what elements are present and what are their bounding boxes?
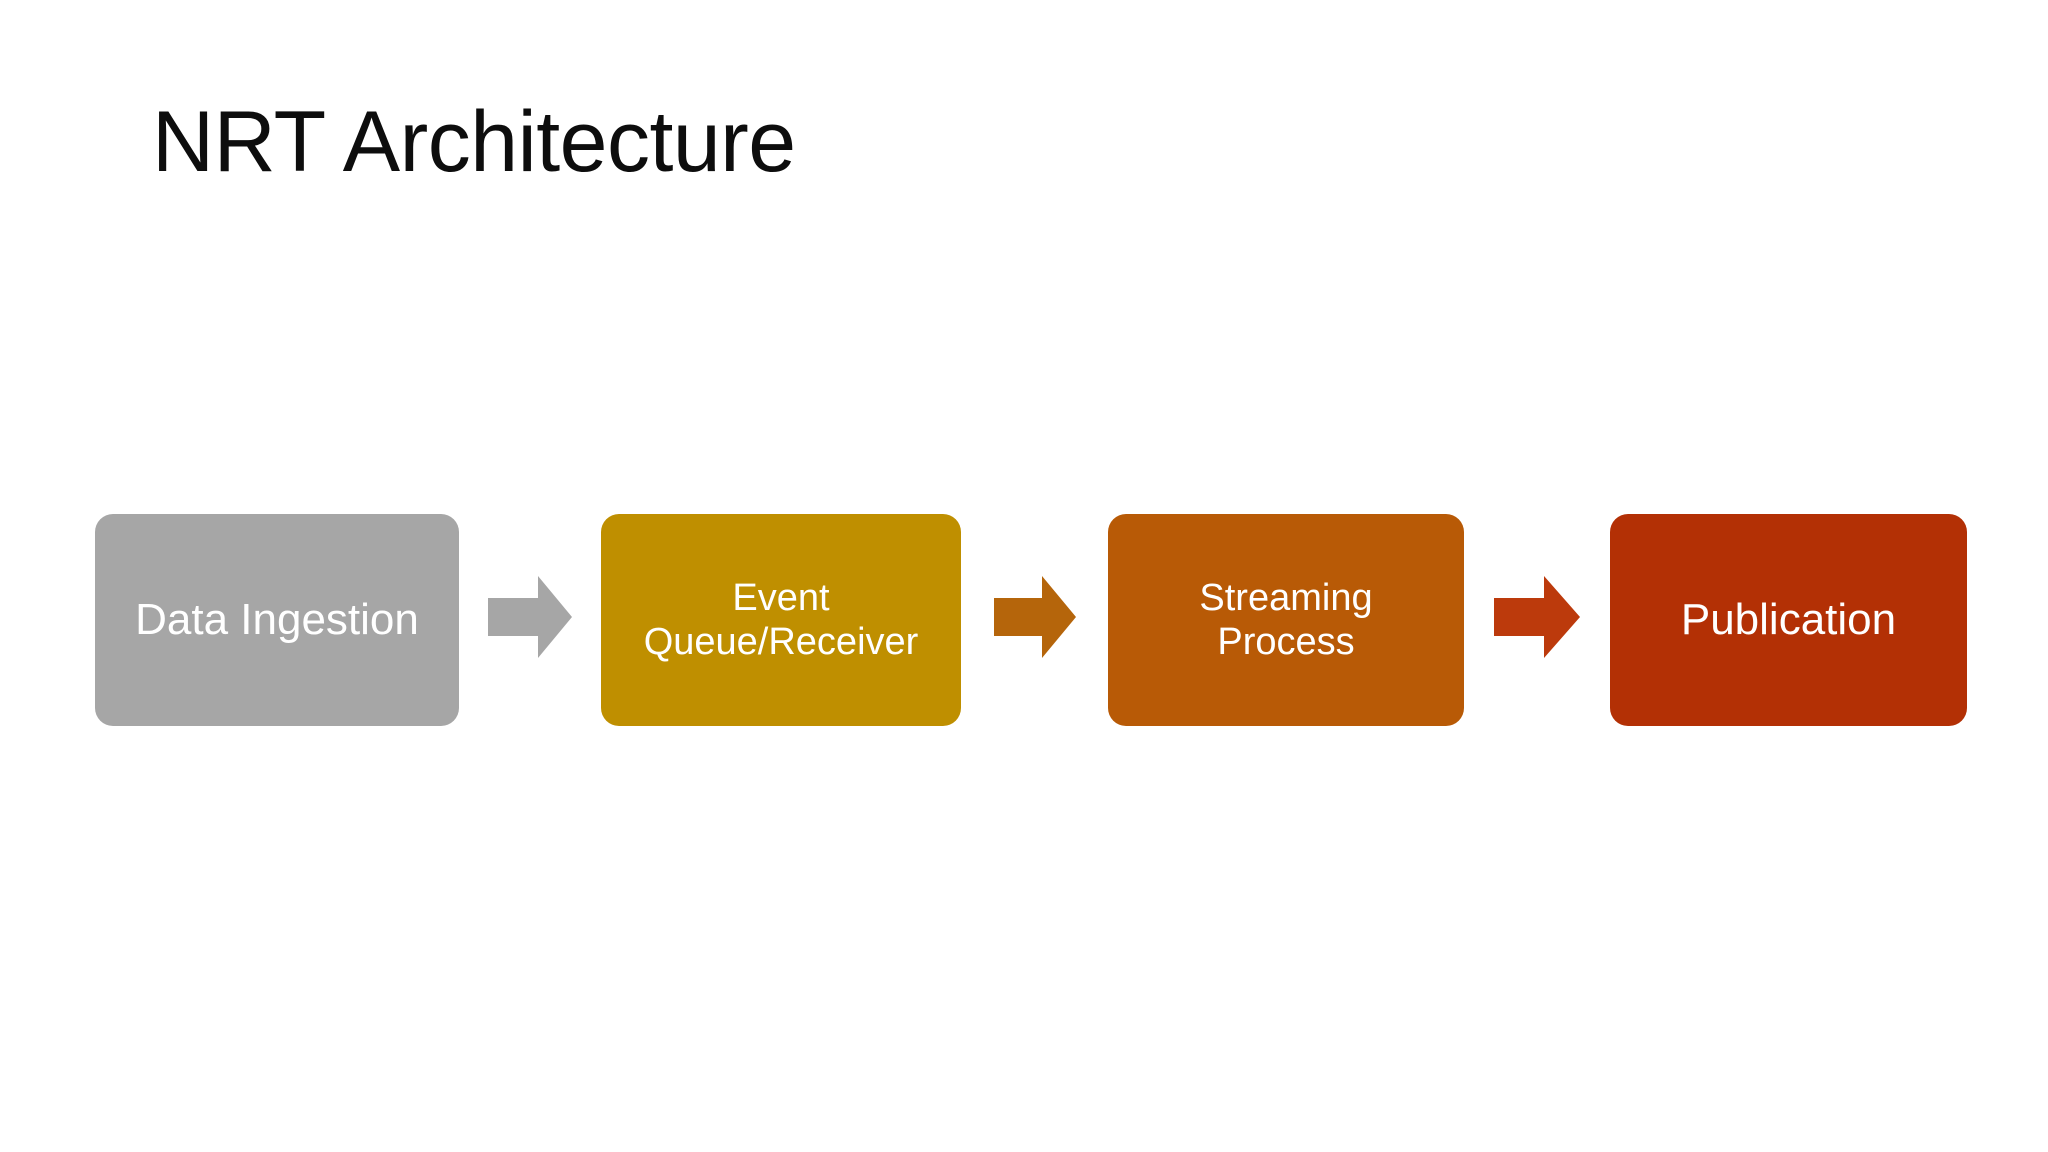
flow-step-label: Publication — [1680, 595, 1897, 645]
arrow-polygon — [994, 576, 1076, 658]
flow-step-data-ingestion[interactable]: Data Ingestion — [95, 514, 459, 726]
flow-arrow-right-icon-2 — [994, 576, 1076, 658]
flow-step-label: Data Ingestion — [135, 595, 419, 645]
flow-step-streaming-process[interactable]: Streaming Process — [1108, 514, 1464, 726]
flow-arrow-right-icon-3 — [1494, 576, 1580, 658]
flow-step-publication[interactable]: Publication — [1610, 514, 1967, 726]
flow-step-label: Streaming Process — [1199, 576, 1373, 663]
arrow-polygon — [1494, 576, 1580, 658]
flow-step-label: Event Queue/Receiver — [643, 576, 919, 663]
page-title: NRT Architecture — [152, 94, 796, 190]
flow-arrow-right-icon-1 — [488, 576, 572, 658]
arrow-polygon — [488, 576, 572, 658]
flow-step-event-queue-receiver[interactable]: Event Queue/Receiver — [601, 514, 961, 726]
